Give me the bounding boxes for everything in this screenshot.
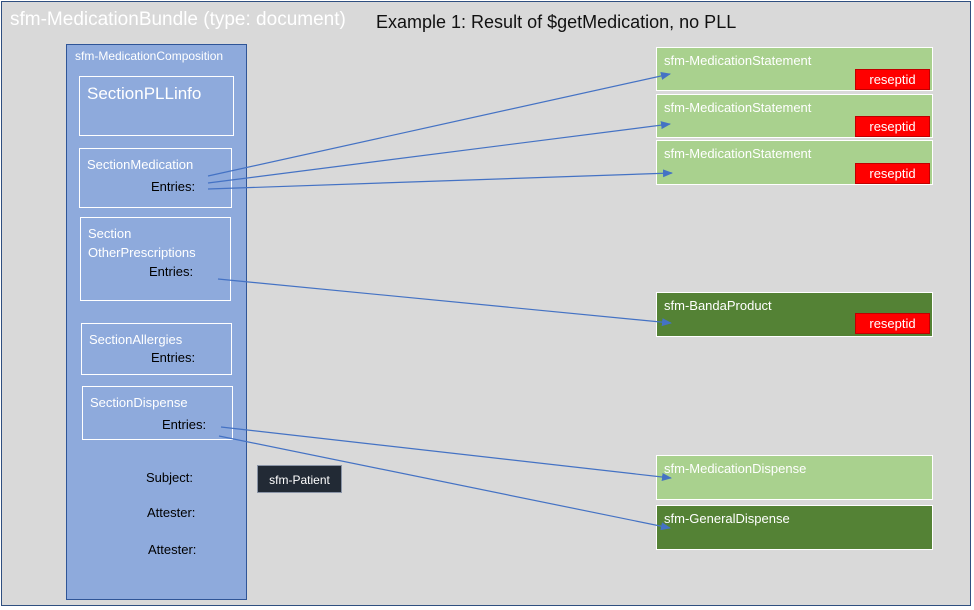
section-other-prescriptions-entries: Entries: [149,264,194,279]
section-medication: SectionMedication Entries: [79,148,232,208]
section-allergies-title: SectionAllergies [89,332,183,347]
banda-product: sfm-BandaProduct reseptid [656,292,933,337]
section-other-prescriptions-title: Section OtherPrescriptions [88,224,196,262]
banda-product-title: sfm-BandaProduct [664,298,772,313]
subject-label: Subject: [146,470,193,485]
reseptid-badge: reseptid [855,69,930,90]
reseptid-badge: reseptid [855,313,930,334]
section-pll-info-title: SectionPLLinfo [87,84,202,103]
medication-dispense: sfm-MedicationDispense [656,455,933,500]
medication-statement-1-title: sfm-MedicationStatement [664,53,812,68]
bundle-title: sfm-MedicationBundle (type: document) [10,9,346,30]
section-allergies-entries: Entries: [151,350,196,365]
section-allergies: SectionAllergies Entries: [81,323,232,375]
medication-dispense-title: sfm-MedicationDispense [664,461,807,476]
section-medication-title: SectionMedication [87,157,194,172]
section-pll-info: SectionPLLinfo [79,76,234,136]
composition-title: sfm-MedicationComposition [75,49,224,63]
section-medication-entries: Entries: [151,179,196,194]
attester-label-1: Attester: [147,505,196,520]
medication-statement-2-title: sfm-MedicationStatement [664,100,812,115]
section-dispense-entries: Entries: [162,417,207,432]
section-other-prescriptions: Section OtherPrescriptions Entries: [80,217,231,301]
section-dispense: SectionDispense Entries: [82,386,233,440]
patient-box: sfm-Patient [257,465,342,493]
example-title: Example 1: Result of $getMedication, no … [376,12,737,32]
medication-statement-2: sfm-MedicationStatement reseptid [656,94,933,138]
general-dispense-title: sfm-GeneralDispense [664,511,790,526]
section-dispense-title: SectionDispense [90,395,188,410]
medication-statement-3-title: sfm-MedicationStatement [664,146,812,161]
reseptid-badge: reseptid [855,116,930,137]
reseptid-badge: reseptid [855,163,930,184]
medication-statement-3: sfm-MedicationStatement reseptid [656,140,933,185]
attester-label-2: Attester: [148,542,197,557]
section-other-title-line1: Section [88,226,132,241]
section-other-title-line2: OtherPrescriptions [88,245,196,260]
general-dispense: sfm-GeneralDispense [656,505,933,550]
medication-statement-1: sfm-MedicationStatement reseptid [656,47,933,91]
